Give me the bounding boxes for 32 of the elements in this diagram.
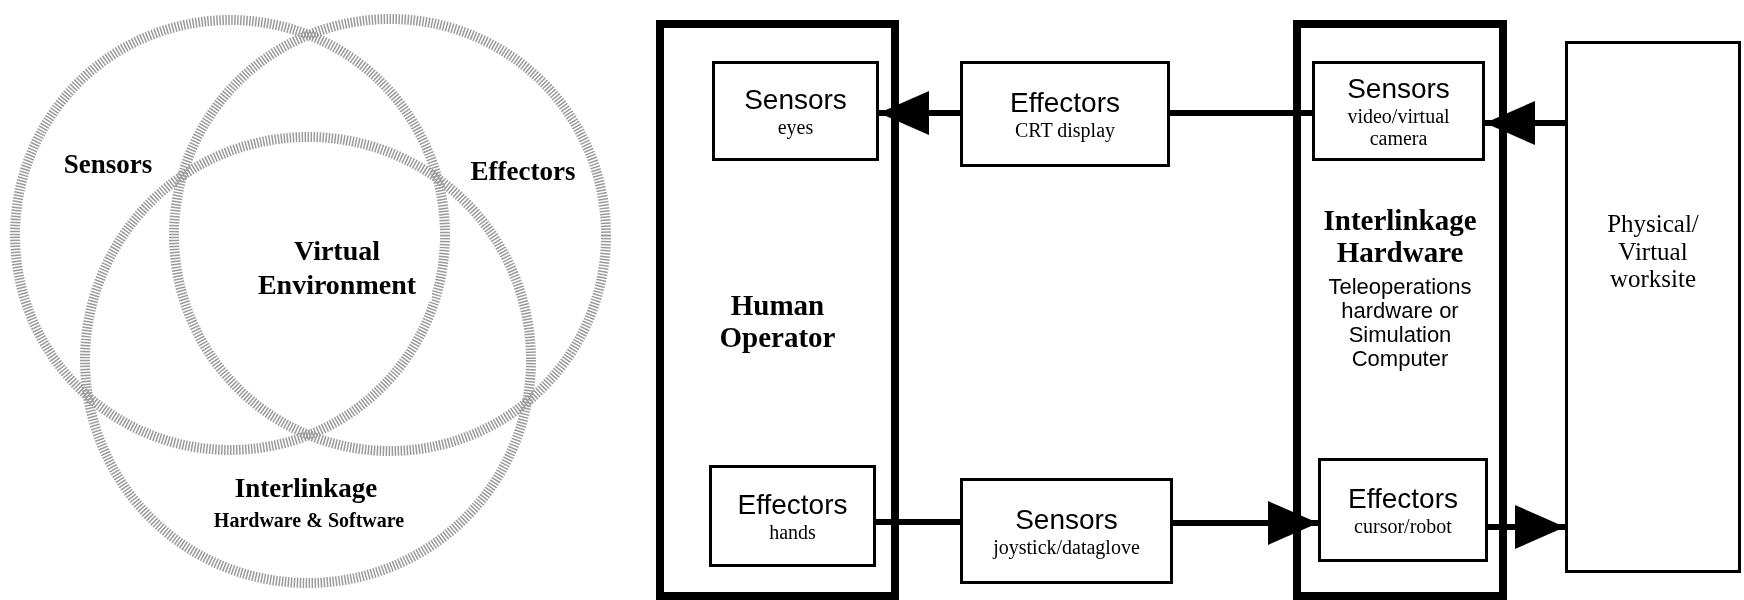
connector-line — [876, 519, 960, 525]
connector-line — [1170, 110, 1312, 116]
box-subtitle: CRT display — [1013, 118, 1117, 141]
box-title: Interlinkage Hardware — [1322, 205, 1478, 269]
box-title: Sensors — [1346, 73, 1451, 105]
system-box — [1293, 20, 1507, 600]
box-title: Physical/ Virtual worksite — [1606, 210, 1700, 293]
arrow — [1485, 101, 1565, 145]
box-title: Sensors — [743, 84, 848, 116]
component-box — [1312, 61, 1485, 161]
box-subtitle: joystick/dataglove — [991, 535, 1141, 558]
arrow — [879, 91, 960, 135]
component-box — [709, 465, 876, 567]
box-subtitle: eyes — [776, 115, 815, 138]
box-title: Sensors — [1014, 504, 1119, 536]
box-title: Effectors — [1009, 87, 1121, 119]
box-title: Effectors — [1347, 483, 1459, 515]
worksite-box — [1565, 41, 1741, 573]
component-box — [960, 478, 1173, 584]
box-title: Human Operator — [718, 290, 837, 354]
box-subtitle: cursor/robot — [1353, 514, 1453, 537]
box-subtitle: Teleoperations hardware or Simulation Computer — [1327, 274, 1473, 372]
component-box — [1318, 458, 1488, 562]
arrow — [1488, 505, 1565, 549]
system-box — [656, 20, 899, 600]
arrow — [1173, 501, 1318, 545]
box-subtitle: hands — [768, 520, 817, 543]
venn-circle — [9, 14, 451, 456]
box-subtitle: video/virtual camera — [1346, 104, 1451, 149]
component-box — [712, 61, 879, 161]
component-box — [960, 61, 1170, 167]
box-title: Effectors — [736, 489, 849, 521]
